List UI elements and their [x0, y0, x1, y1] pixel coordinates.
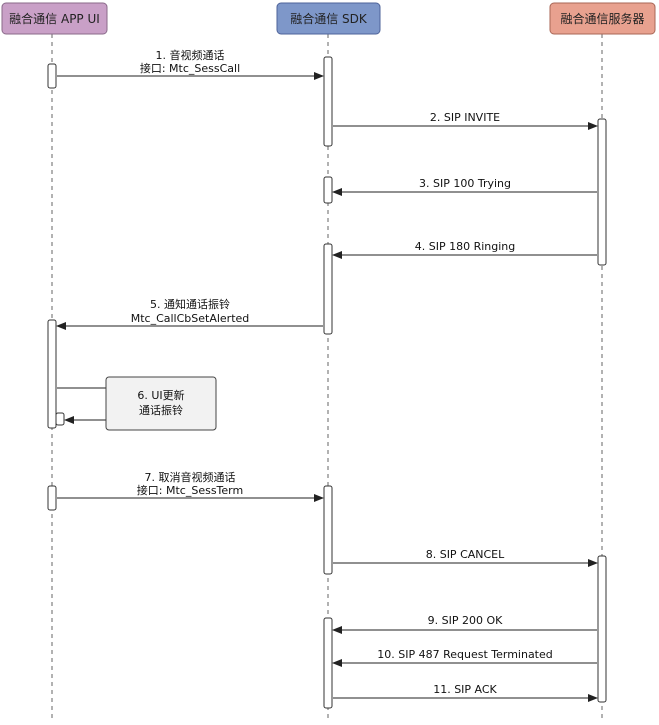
message-label: 9. SIP 200 OK: [428, 614, 503, 627]
message-10: 10. SIP 487 Request Terminated: [332, 648, 597, 667]
message-label: 4. SIP 180 Ringing: [415, 240, 516, 253]
actor-app-label: 融合通信 APP UI: [9, 11, 100, 26]
actor-sdk-label: 融合通信 SDK: [290, 11, 368, 26]
activation-app: [47, 63, 57, 89]
message-2: 2. SIP INVITE: [333, 111, 598, 130]
message-label: 11. SIP ACK: [433, 683, 497, 696]
activation-app: [47, 319, 57, 429]
message-7: 7. 取消音视频通话 接口: Mtc_SessTerm: [57, 470, 324, 502]
message-label: 接口: Mtc_SessCall: [140, 62, 240, 75]
actor-app: 融合通信 APP UI: [1, 2, 108, 35]
message-label: 2. SIP INVITE: [430, 111, 500, 124]
activation-sdk: [323, 176, 333, 204]
message-9: 9. SIP 200 OK: [332, 614, 597, 634]
activation-server: [597, 118, 607, 266]
actor-server: 融合通信服务器: [549, 2, 656, 35]
message-4: 4. SIP 180 Ringing: [332, 240, 597, 259]
activation-server: [597, 555, 607, 703]
message-label: Mtc_CallCbSetAlerted: [131, 312, 250, 325]
message-label: 7. 取消音视频通话: [145, 470, 236, 484]
message-label: 8. SIP CANCEL: [426, 548, 505, 561]
message-3: 3. SIP 100 Trying: [332, 177, 597, 196]
message-label: 5. 通知通话振铃: [150, 297, 230, 311]
actor-sdk: 融合通信 SDK: [276, 2, 381, 35]
self-message-6: 6. UI更新 通话振铃: [57, 376, 217, 431]
actor-server-label: 融合通信服务器: [560, 11, 644, 26]
note-label: 6. UI更新: [137, 388, 184, 402]
message-label: 10. SIP 487 Request Terminated: [377, 648, 553, 661]
message-11: 11. SIP ACK: [333, 683, 598, 702]
message-label: 1. 音视频通话: [156, 48, 225, 62]
message-8: 8. SIP CANCEL: [333, 548, 598, 567]
message-label: 接口: Mtc_SessTerm: [137, 484, 243, 497]
message-1: 1. 音视频通话 接口: Mtc_SessCall: [57, 48, 324, 80]
activation-sdk: [323, 56, 333, 147]
message-label: 3. SIP 100 Trying: [419, 177, 511, 190]
activation-app: [55, 412, 65, 426]
activation-app: [47, 485, 57, 511]
note-box: [105, 376, 217, 431]
self-message-path: [57, 387, 111, 424]
activation-sdk: [323, 485, 333, 575]
activation-sdk: [323, 617, 333, 709]
message-5: 5. 通知通话振铃 Mtc_CallCbSetAlerted: [56, 297, 323, 330]
note-label: 通话振铃: [139, 403, 183, 417]
activation-sdk: [323, 243, 333, 335]
